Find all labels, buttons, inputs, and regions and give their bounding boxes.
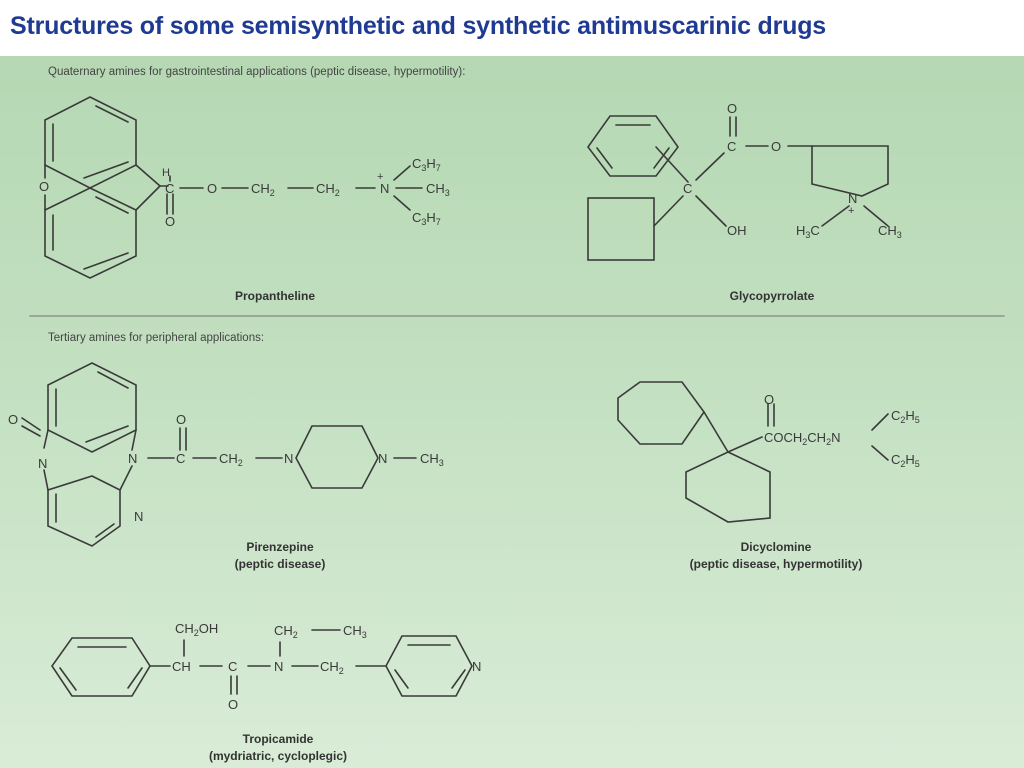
svg-text:C: C bbox=[727, 139, 736, 154]
svg-text:CH: CH bbox=[172, 659, 191, 674]
pirenzepine-name: Pirenzepine bbox=[246, 540, 314, 554]
svg-text:C: C bbox=[165, 181, 174, 196]
pirenzepine-use: (peptic disease) bbox=[235, 557, 326, 571]
svg-text:O: O bbox=[8, 412, 18, 427]
svg-text:N: N bbox=[128, 451, 137, 466]
svg-text:N: N bbox=[378, 451, 387, 466]
svg-text:CH2OH: CH2OH bbox=[175, 621, 218, 638]
svg-text:N: N bbox=[380, 181, 389, 196]
glycopyrrolate-atoms: C O C O OH N + H3C CH3 bbox=[683, 101, 902, 240]
propantheline-atoms: O H C O O CH2 CH2 + N CH3 C3H7 C3H7 bbox=[39, 156, 450, 229]
tropicamide-name: Tropicamide bbox=[243, 732, 314, 746]
tropicamide-structure bbox=[51, 629, 473, 697]
pirenzepine-structure bbox=[21, 362, 417, 547]
svg-text:CH2: CH2 bbox=[274, 623, 298, 640]
svg-text:OH: OH bbox=[727, 223, 747, 238]
svg-text:C2H5: C2H5 bbox=[891, 452, 920, 469]
svg-text:O: O bbox=[176, 412, 186, 427]
tropicamide-use: (mydriatric, cycloplegic) bbox=[209, 749, 347, 763]
section-quaternary-header: Quaternary amines for gastrointestinal a… bbox=[48, 66, 465, 78]
svg-text:O: O bbox=[764, 392, 774, 407]
dicyclomine-atoms: O COCH2CH2N C2H5 C2H5 bbox=[764, 392, 920, 469]
svg-text:N: N bbox=[134, 509, 143, 524]
section-tertiary-header: Tertiary amines for peripheral applicati… bbox=[48, 332, 264, 344]
svg-text:N: N bbox=[38, 456, 47, 471]
svg-text:CH3: CH3 bbox=[343, 623, 367, 640]
svg-text:COCH2CH2N: COCH2CH2N bbox=[764, 430, 840, 447]
svg-text:O: O bbox=[207, 181, 217, 196]
tropicamide-atoms: CH2OH CH C O N CH2 CH3 CH2 N bbox=[172, 621, 481, 712]
svg-text:CH2: CH2 bbox=[251, 181, 275, 198]
svg-text:N: N bbox=[284, 451, 293, 466]
svg-text:O: O bbox=[228, 697, 238, 712]
svg-text:C2H5: C2H5 bbox=[891, 408, 920, 425]
svg-text:CH3: CH3 bbox=[420, 451, 444, 468]
svg-text:H: H bbox=[162, 167, 170, 179]
svg-text:CH2: CH2 bbox=[316, 181, 340, 198]
svg-text:N: N bbox=[274, 659, 283, 674]
svg-text:C3H7: C3H7 bbox=[412, 156, 441, 173]
svg-text:O: O bbox=[165, 214, 175, 229]
structures-panel bbox=[0, 56, 1024, 768]
svg-text:O: O bbox=[771, 139, 781, 154]
title-bar: Structures of some semisynthetic and syn… bbox=[0, 0, 1024, 56]
propantheline-structure bbox=[44, 96, 423, 279]
svg-text:CH2: CH2 bbox=[219, 451, 243, 468]
svg-text:O: O bbox=[39, 179, 49, 194]
svg-text:C: C bbox=[176, 451, 185, 466]
svg-text:+: + bbox=[377, 171, 383, 183]
svg-text:CH3: CH3 bbox=[426, 181, 450, 198]
pirenzepine-atoms: O N N O C CH2 N N CH3 N bbox=[8, 412, 444, 524]
svg-text:C: C bbox=[228, 659, 237, 674]
svg-text:C3H7: C3H7 bbox=[412, 210, 441, 227]
dicyclomine-name: Dicyclomine bbox=[741, 540, 812, 554]
svg-text:N: N bbox=[472, 659, 481, 674]
slide-title: Structures of some semisynthetic and syn… bbox=[10, 12, 826, 40]
dicyclomine-use: (peptic disease, hypermotility) bbox=[690, 557, 863, 571]
dicyclomine-structure bbox=[617, 381, 889, 523]
propantheline-name: Propantheline bbox=[235, 289, 315, 303]
svg-text:C: C bbox=[683, 181, 692, 196]
svg-text:CH2: CH2 bbox=[320, 659, 344, 676]
svg-text:CH3: CH3 bbox=[878, 223, 902, 240]
svg-text:O: O bbox=[727, 101, 737, 116]
svg-text:+: + bbox=[848, 205, 854, 217]
glycopyrrolate-structure bbox=[587, 115, 889, 261]
svg-text:N: N bbox=[848, 191, 857, 206]
glycopyrrolate-name: Glycopyrrolate bbox=[730, 289, 815, 303]
svg-text:H3C: H3C bbox=[796, 223, 820, 240]
